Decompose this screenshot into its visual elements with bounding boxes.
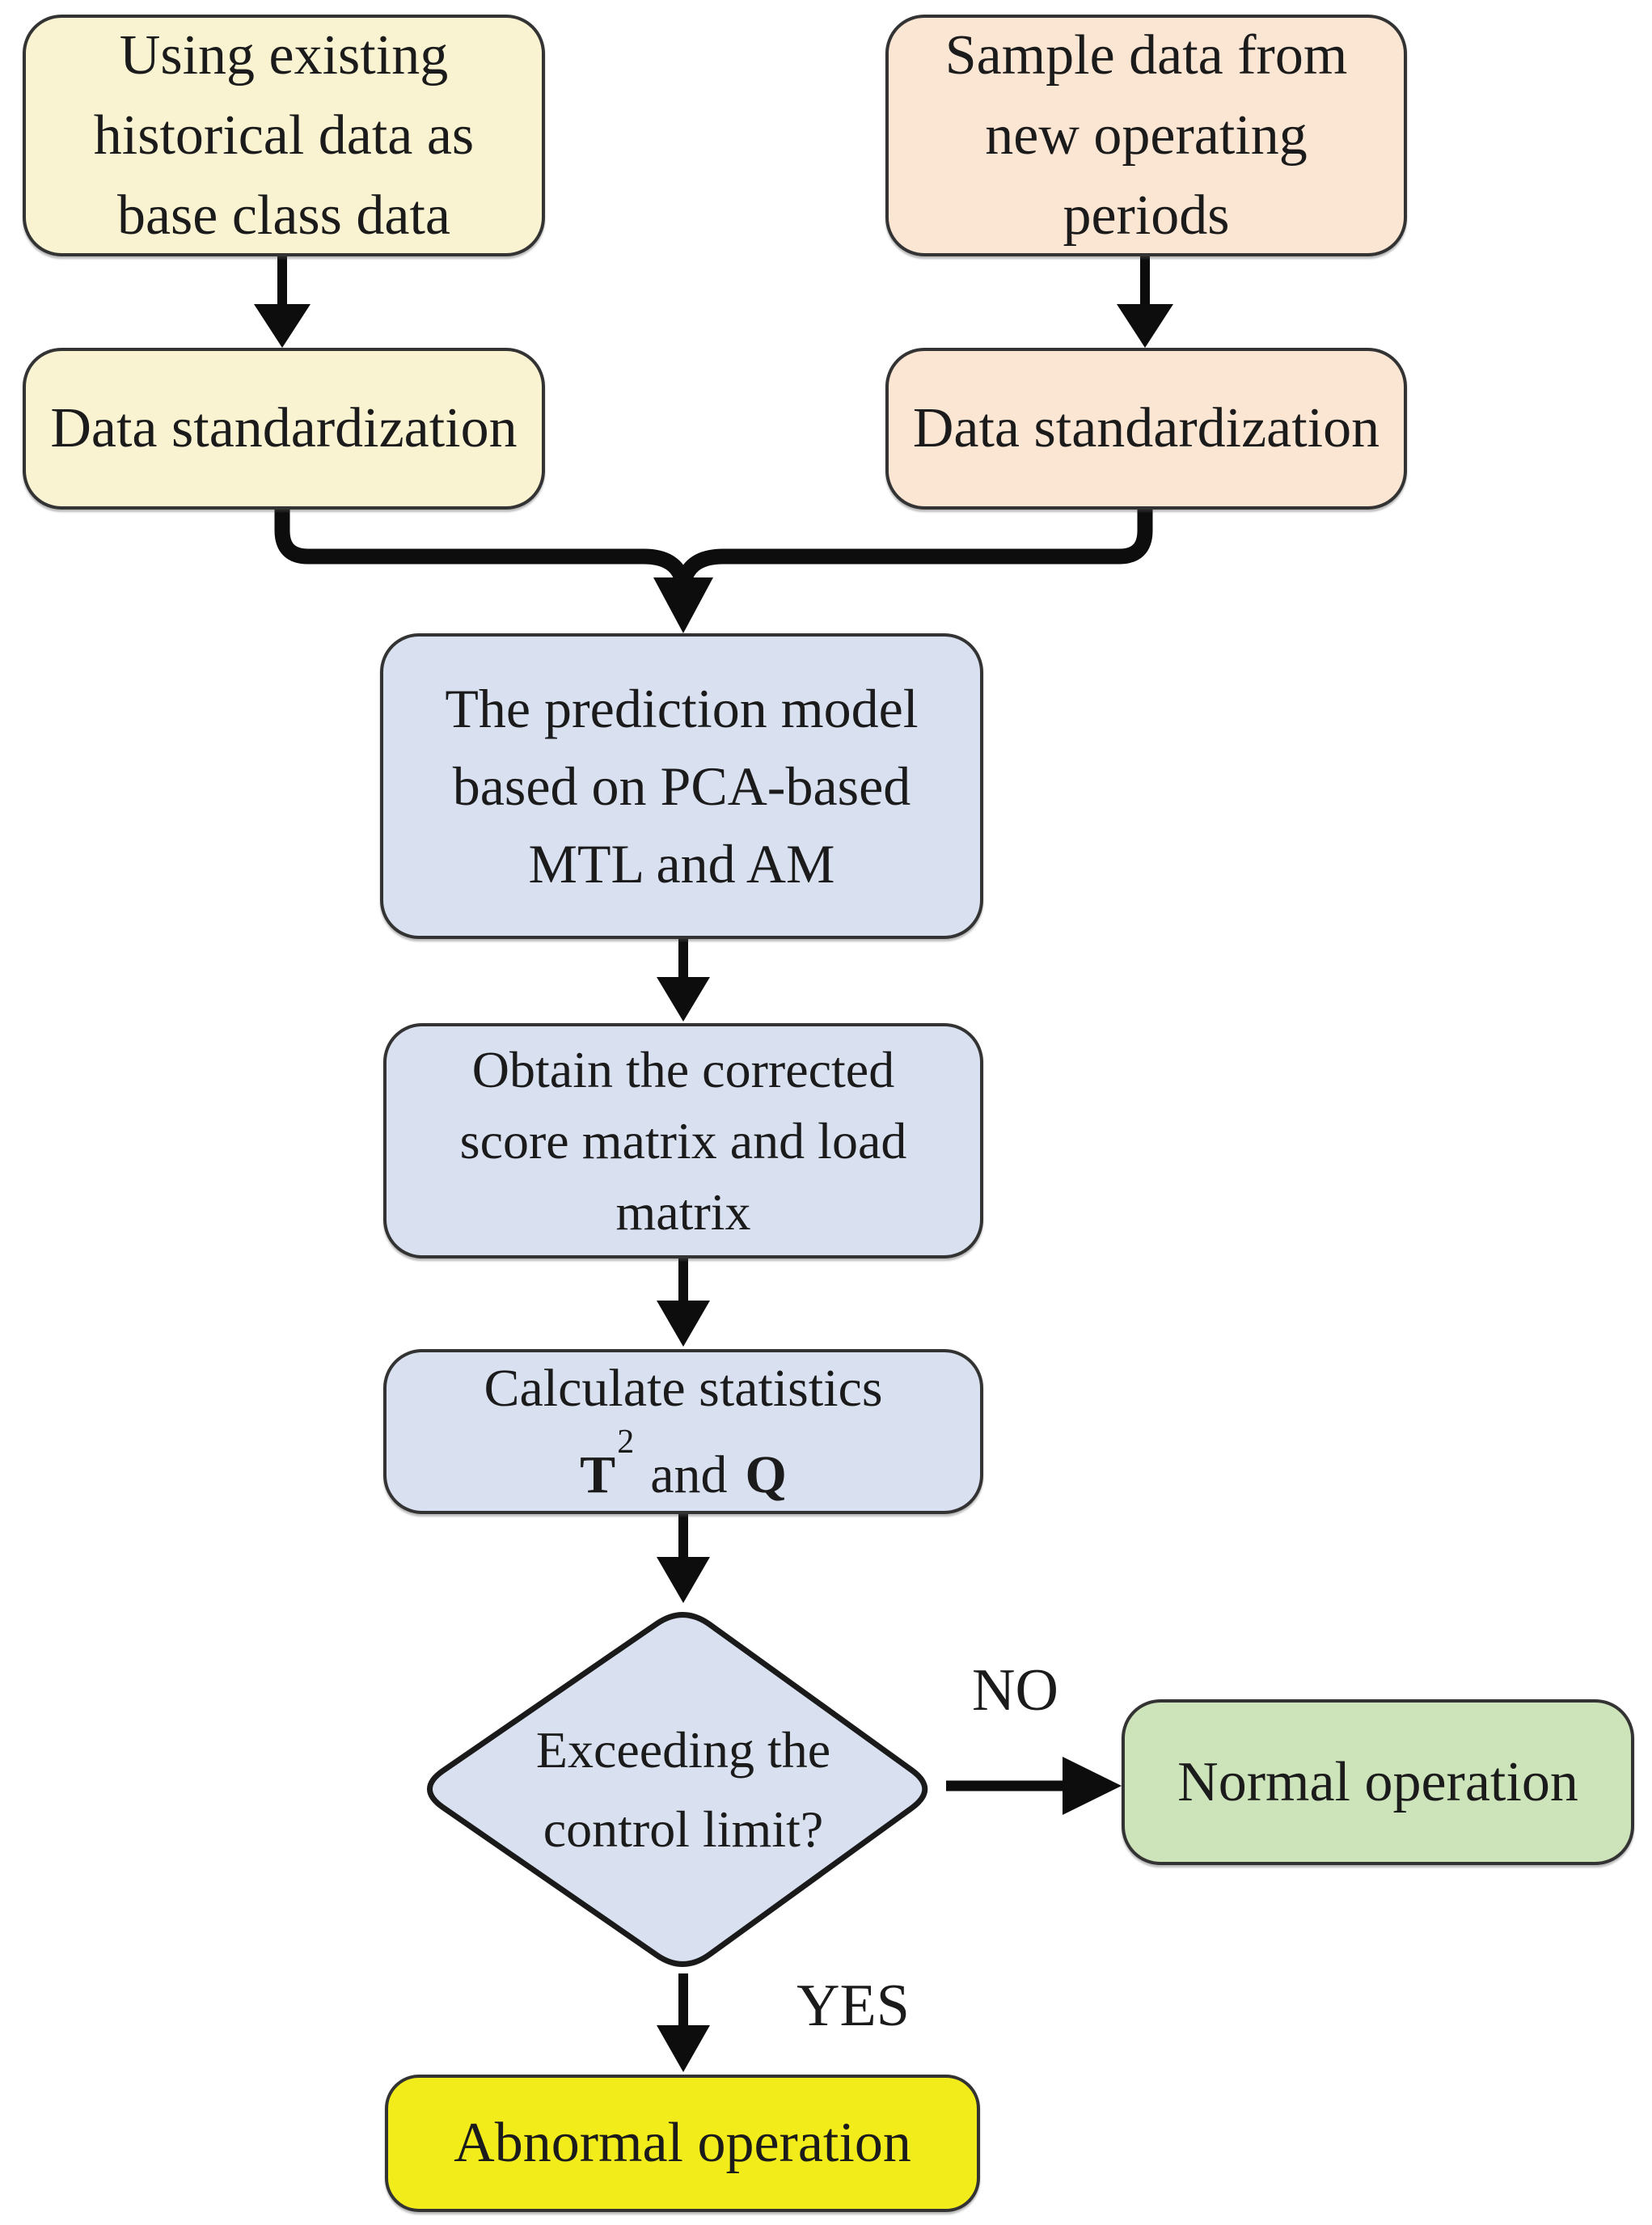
- node-text-line-statistics: T2 and Q: [580, 1423, 787, 1512]
- statistic-Q: Q: [745, 1445, 787, 1504]
- merge-connector: [274, 501, 1153, 633]
- statistic-and: and: [650, 1445, 728, 1504]
- node-text-line: Sample data from: [944, 24, 1348, 87]
- node-normal-operation: Normal operation: [1122, 1699, 1634, 1865]
- decision-question-text: Exceeding the control limit?: [441, 1703, 926, 1876]
- node-text-line: based on PCA-based: [452, 755, 911, 817]
- node-text-line: periods: [1063, 184, 1230, 247]
- node-sample-data: Sample data from new operating periods: [885, 15, 1407, 256]
- node-text-line: historical data as: [93, 104, 475, 167]
- node-text-line: MTL and AM: [528, 833, 835, 895]
- node-data-standardization-left: Data standardization: [23, 348, 545, 510]
- node-prediction-model: The prediction model based on PCA-based …: [380, 633, 983, 939]
- edge-label-yes: YES: [796, 1973, 910, 2039]
- node-text-line: Abnormal operation: [454, 2112, 911, 2174]
- node-text-line: Calculate statistics: [484, 1358, 883, 1418]
- node-text-line: The prediction model: [445, 678, 919, 739]
- arrow-prediction-to-obtain: [657, 939, 710, 1022]
- node-text-line: base class data: [116, 184, 451, 247]
- node-text-line: new operating: [985, 104, 1308, 167]
- node-text-line: Data standardization: [50, 397, 518, 459]
- node-text-line: Normal operation: [1177, 1750, 1578, 1813]
- arrow-historical-to-std-left: [254, 256, 311, 348]
- node-abnormal-operation: Abnormal operation: [385, 2075, 980, 2212]
- arrow-sample-to-std-right: [1117, 256, 1173, 348]
- node-calculate-statistics: Calculate statistics T2 and Q: [383, 1349, 983, 1514]
- node-data-standardization-right: Data standardization: [885, 348, 1407, 510]
- edge-label-no: NO: [972, 1657, 1058, 1724]
- arrow-obtain-to-calc: [657, 1258, 710, 1347]
- node-historical-data: Using existing historical data as base c…: [23, 15, 545, 256]
- node-text-line: Obtain the corrected: [471, 1040, 895, 1098]
- statistic-T: T: [580, 1445, 616, 1504]
- node-obtain-matrix: Obtain the corrected score matrix and lo…: [383, 1023, 983, 1258]
- node-text-line: Using existing: [119, 24, 449, 87]
- node-text-line: control limit?: [543, 1800, 824, 1858]
- node-text-line: matrix: [615, 1182, 751, 1241]
- arrow-decision-to-abnormal: [657, 1973, 710, 2072]
- node-text-line: Data standardization: [912, 397, 1380, 459]
- arrow-decision-to-normal: [946, 1757, 1122, 1815]
- statistic-T-exponent: 2: [617, 1423, 635, 1461]
- node-text-line: Exceeding the: [535, 1720, 831, 1779]
- node-text-line: score matrix and load: [459, 1111, 907, 1170]
- arrow-calc-to-decision: [657, 1514, 710, 1603]
